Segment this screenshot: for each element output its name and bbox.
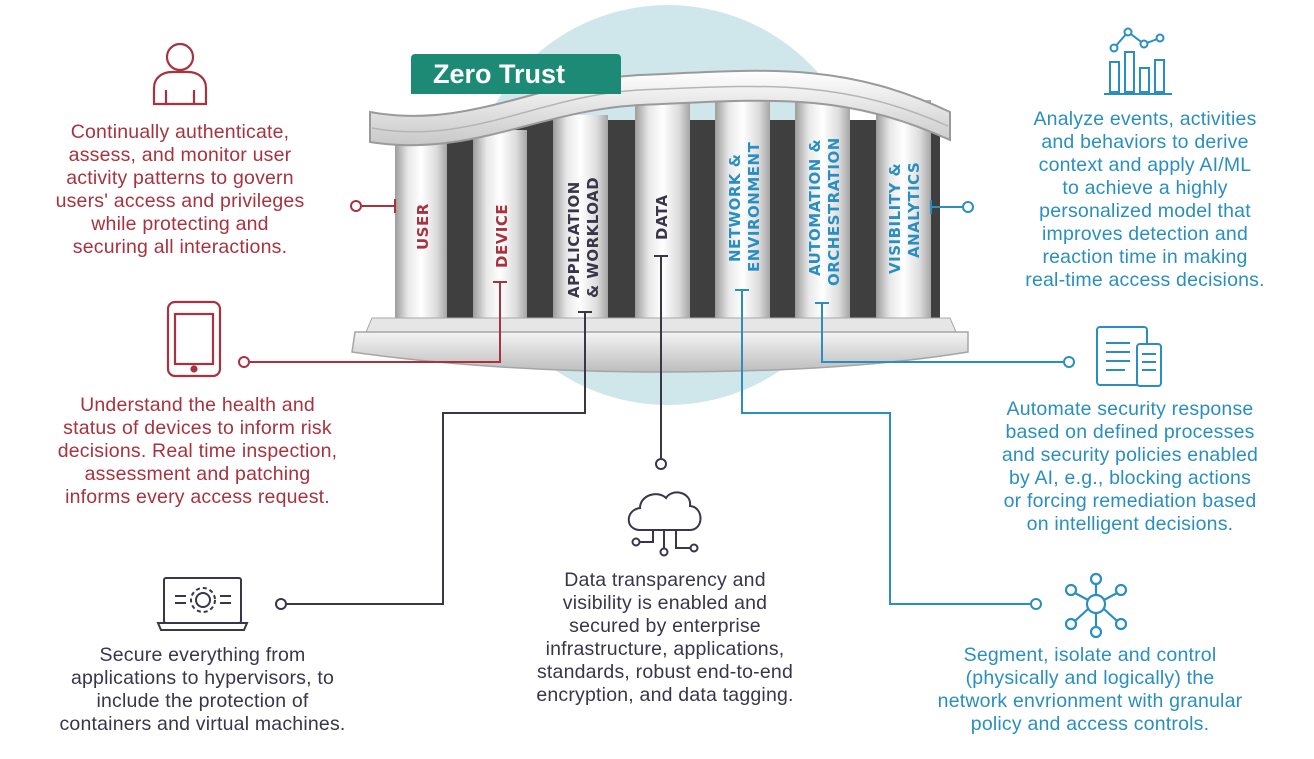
zero-trust-title: Zero Trust [411, 54, 621, 94]
pillar-label-network-2: ENVIRONMENT [745, 141, 763, 272]
pillar-label-application-2: & WORKLOAD [584, 177, 602, 298]
laptop-gear-icon [156, 577, 249, 631]
tablet-phone-icon [1096, 326, 1162, 387]
data-description: Data transparency and visibility is enab… [536, 569, 794, 706]
network-description: Segment, isolate and control (physically… [937, 644, 1243, 735]
pillar-label-application-1: APPLICATION [565, 181, 583, 298]
temple-columns [395, 92, 931, 330]
pillar-label-user: USER [414, 203, 432, 250]
visibility-description: Analyze events, activities and behaviors… [1025, 108, 1265, 291]
pillar-label-device: DEVICE [493, 204, 511, 268]
pillar-label-visibility-2: ANALYTICS [905, 162, 923, 258]
pillar-labels: USER DEVICE APPLICATION & WORKLOAD DATA … [414, 137, 923, 298]
pillar-label-automation-2: ORCHESTRATION [825, 137, 843, 286]
smartphone-icon [166, 300, 222, 378]
user-description: Continually authenticate, assess, and mo… [55, 121, 305, 258]
pillar-label-visibility-1: VISIBILITY & [886, 163, 904, 274]
device-description: Understand the health and status of devi… [57, 394, 338, 508]
pillar-label-automation-1: AUTOMATION & [806, 139, 824, 276]
cloud-network-icon [627, 491, 702, 557]
pillar-label-network-1: NETWORK & [726, 154, 744, 262]
network-nodes-icon [1064, 572, 1128, 639]
pillar-label-data: DATA [653, 194, 671, 240]
application-description: Secure everything from applications to h… [59, 644, 346, 735]
person-icon [152, 42, 208, 106]
analytics-chart-icon [1104, 27, 1172, 95]
automation-description: Automate security response based on defi… [1001, 398, 1259, 535]
connector-lines [238, 199, 1075, 610]
